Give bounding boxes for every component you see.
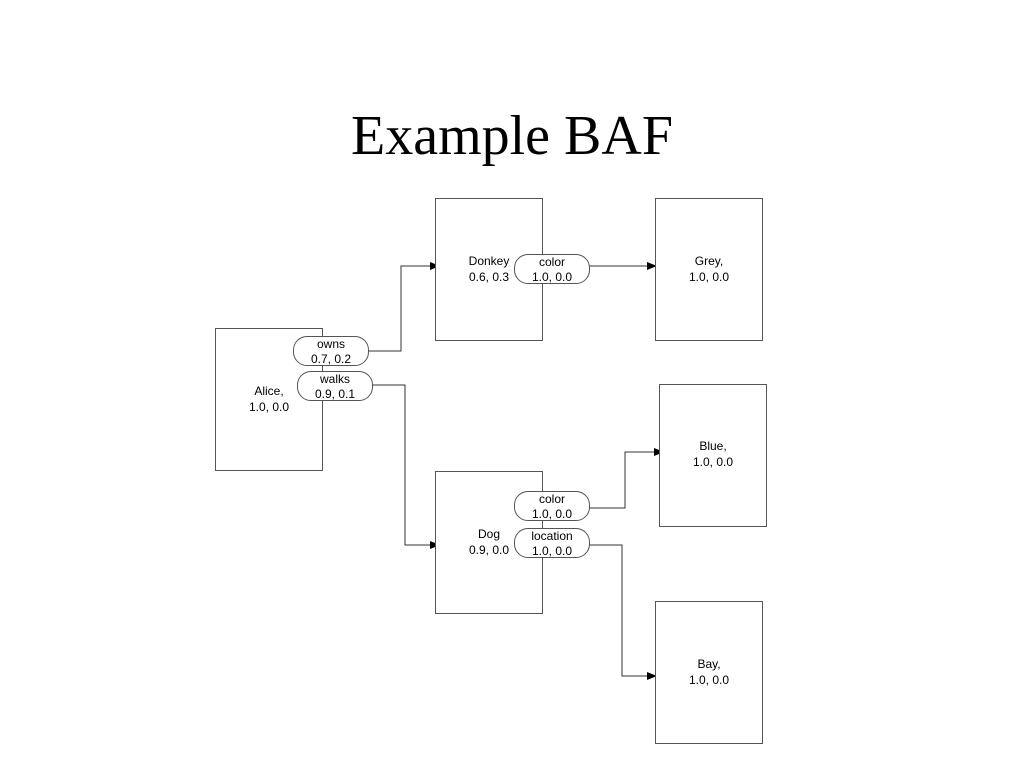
node-donkey-label: Donkey 0.6, 0.3 <box>452 253 526 285</box>
relation-owns: owns 0.7, 0.2 <box>293 336 369 366</box>
relation-dog-location: location 1.0, 0.0 <box>514 528 590 558</box>
edge-owns <box>368 262 440 352</box>
node-grey-name: Grey, <box>694 254 724 268</box>
edge-dog-location <box>589 544 657 680</box>
node-dog-name: Dog <box>477 527 500 541</box>
node-bay-name: Bay, <box>697 657 721 671</box>
node-alice-name: Alice, <box>254 384 284 398</box>
node-donkey-value: 0.6, 0.3 <box>468 270 510 284</box>
node-blue-name: Blue, <box>699 439 727 453</box>
node-donkey-name: Donkey <box>468 254 510 268</box>
relation-walks: walks 0.9, 0.1 <box>297 371 373 401</box>
relation-dog-location-name: location <box>531 529 573 543</box>
node-grey-value: 1.0, 0.0 <box>688 270 730 284</box>
slide-title: Example BAF <box>351 105 673 167</box>
relation-dog-color-name: color <box>538 492 565 506</box>
node-bay-value: 1.0, 0.0 <box>688 673 730 687</box>
node-bay-label: Bay, 1.0, 0.0 <box>672 656 746 688</box>
node-alice-value: 1.0, 0.0 <box>248 400 290 414</box>
node-blue-value: 1.0, 0.0 <box>692 455 734 469</box>
relation-donkey-color-name: color <box>538 255 565 269</box>
node-dog-value: 0.9, 0.0 <box>468 543 510 557</box>
node-bay <box>655 601 763 744</box>
relation-walks-name: walks <box>319 372 350 386</box>
relation-dog-location-value: 1.0, 0.0 <box>531 544 573 558</box>
relation-dog-color: color 1.0, 0.0 <box>514 491 590 521</box>
relation-dog-color-value: 1.0, 0.0 <box>531 507 573 521</box>
relation-owns-value: 0.7, 0.2 <box>310 352 352 366</box>
edge-walks <box>372 384 440 549</box>
node-grey-label: Grey, 1.0, 0.0 <box>672 253 746 285</box>
node-dog-label: Dog 0.9, 0.0 <box>452 526 526 558</box>
node-blue <box>659 384 767 527</box>
node-blue-label: Blue, 1.0, 0.0 <box>676 438 750 470</box>
node-grey <box>655 198 763 341</box>
relation-walks-value: 0.9, 0.1 <box>314 387 356 401</box>
edge-dog-color <box>589 448 664 509</box>
relation-donkey-color: color 1.0, 0.0 <box>514 254 590 284</box>
relation-donkey-color-value: 1.0, 0.0 <box>531 270 573 284</box>
relation-owns-name: owns <box>316 337 345 351</box>
node-alice-label: Alice, 1.0, 0.0 <box>230 383 308 415</box>
